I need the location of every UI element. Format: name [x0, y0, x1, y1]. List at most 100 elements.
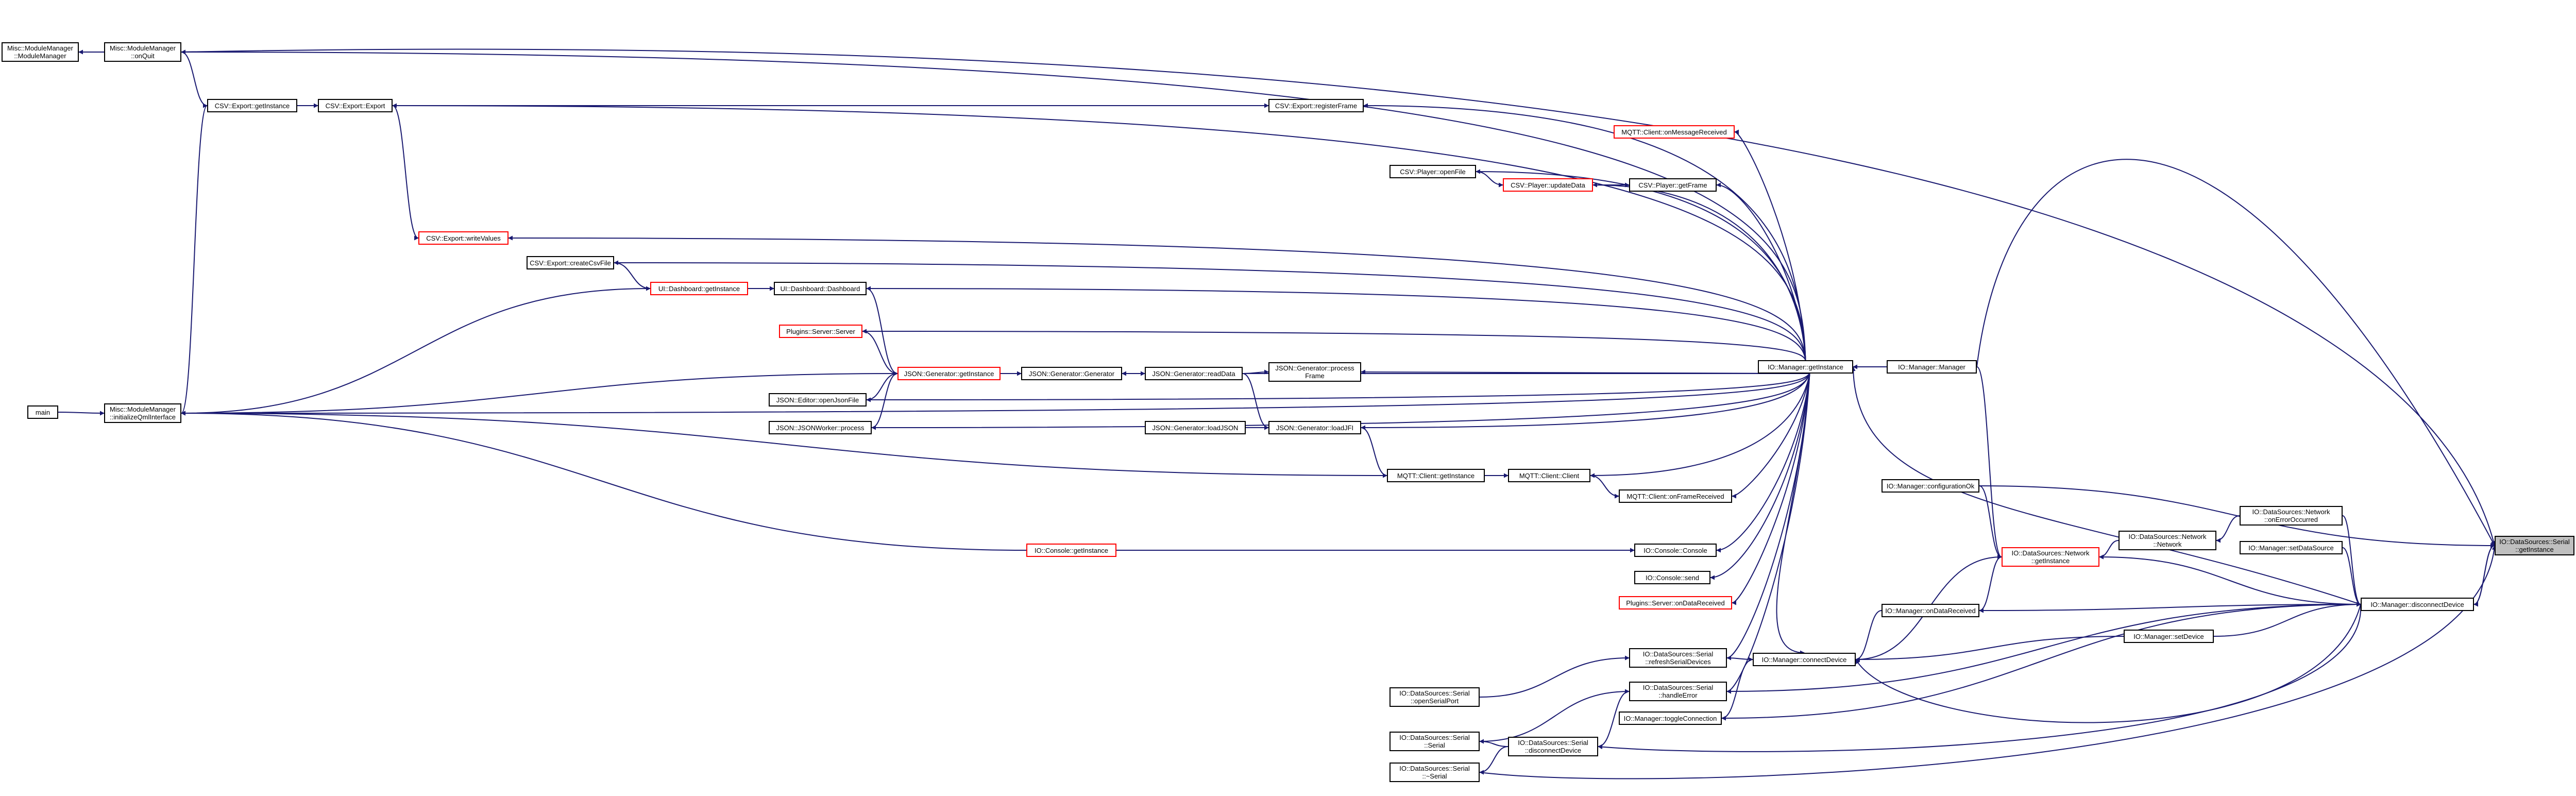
edge-main-to-misc_mm_init	[58, 411, 105, 416]
edge-io_manager_toggleconnection-to-io_manager_connectdevice	[1721, 659, 1753, 721]
node-plugins-server-server[interactable]: Plugins::Server::Server	[779, 325, 862, 338]
edge-csv_player_getframe-to-io_manager_getinstance	[1716, 182, 1806, 361]
edge-io_console_console-to-io_manager_getinstance	[1716, 373, 1810, 553]
node-csv-export-createcsv[interactable]: CSV::Export::createCsvFile	[527, 256, 614, 269]
edge-io_manager_disconnectdevice-to-io_manager_setdevice	[2213, 602, 2361, 637]
node-io-ds-network-network[interactable]: IO::DataSources::Network ::Network	[2119, 531, 2216, 550]
node-io-ds-serial-refresh[interactable]: IO::DataSources::Serial ::refreshSerialD…	[1629, 648, 1727, 668]
node-mqtt-client-onmessagereceived[interactable]: MQTT::Client::onMessageReceived	[1614, 125, 1735, 139]
node-json-generator-readdata[interactable]: JSON::Generator::readData	[1145, 367, 1243, 380]
edge-io_manager_disconnectdevice-to-io_manager_ondatareceived	[1979, 604, 2361, 613]
node-io-manager-toggleconnection[interactable]: IO::Manager::toggleConnection	[1619, 712, 1722, 725]
node-json-generator-getinstance[interactable]: JSON::Generator::getInstance	[897, 367, 1001, 380]
edge-io_console_getinstance-to-misc_mm_init	[181, 411, 1027, 551]
node-csv-export-registerframe[interactable]: CSV::Export::registerFrame	[1268, 99, 1364, 112]
node-io-ds-serial-disconnect[interactable]: IO::DataSources::Serial ::disconnectDevi…	[1508, 737, 1598, 756]
edge-io_ds_serial_getinstance-to-io_manager_manager	[1976, 159, 2495, 546]
node-json-jsonworker-process[interactable]: JSON::JSONWorker::process	[769, 421, 872, 434]
edge-csv_player_updatedata-to-csv_player_openfile	[1476, 171, 1503, 188]
edge-json_generator_getinstance-to-plugins_server_server	[862, 331, 898, 376]
node-io-manager-disconnectdevice[interactable]: IO::Manager::disconnectDevice	[2361, 598, 2474, 611]
node-io-console-getinstance[interactable]: IO::Console::getInstance	[1026, 544, 1116, 557]
edge-io_manager_disconnectdevice-to-io_ds_network_onerroroccurred	[2342, 515, 2361, 607]
edge-plugins_server_ondatareceived-to-io_manager_getinstance	[1732, 373, 1810, 605]
edge-mqtt_client_client-to-io_manager_getinstance	[1590, 373, 1810, 478]
node-csv-player-getframe[interactable]: CSV::Player::getFrame	[1629, 178, 1717, 192]
edge-io_ds_network_network-to-io_ds_network_getinstance	[2099, 540, 2119, 560]
edge-io_console_send-to-io_manager_getinstance	[1710, 373, 1810, 580]
edge-io_ds_serial_getinstance-to-io_manager_configurationok	[1979, 485, 2495, 548]
edge-ui_dashboard_getinstance-to-misc_mm_init	[181, 288, 651, 416]
node-io-ds-serial-handleerror[interactable]: IO::DataSources::Serial ::handleError	[1629, 682, 1727, 701]
node-io-console-console[interactable]: IO::Console::Console	[1634, 544, 1717, 557]
edge-misc_mm_init-to-io_manager_getinstance	[181, 373, 1810, 416]
edge-io_manager_disconnectdevice-to-io_ds_network_getinstance	[2099, 554, 2361, 605]
node-io-manager-configurationok[interactable]: IO::Manager::configurationOk	[1882, 479, 1979, 493]
edge-mqtt_client_onmessagereceived-to-io_manager_getinstance	[1734, 129, 1806, 361]
edge-misc_mm_init-to-csv_export_getinstance	[181, 103, 208, 414]
node-io-ds-serial-dtor[interactable]: IO::DataSources::Serial ::~Serial	[1389, 763, 1480, 782]
edge-plugins_server_server-to-io_manager_getinstance	[862, 329, 1806, 361]
edge-ui_dashboard_dashboard-to-io_manager_getinstance	[866, 286, 1806, 361]
node-io-console-send[interactable]: IO::Console::send	[1634, 571, 1710, 584]
node-io-manager-setdevice[interactable]: IO::Manager::setDevice	[2124, 630, 2214, 643]
edge-json_generator_getinstance-to-json_editor_openjson	[866, 371, 898, 400]
node-io-manager-manager[interactable]: IO::Manager::Manager	[1887, 360, 1977, 374]
node-json-generator-processframe[interactable]: JSON::Generator::process Frame	[1268, 362, 1361, 382]
edge-csv_player_updatedata-to-io_manager_getinstance	[1592, 182, 1806, 361]
edge-io_ds_network_getinstance-to-io_manager_configurationok	[1979, 485, 2002, 560]
edge-io_ds_serial_getinstance-to-misc_mm_onquit	[181, 48, 2496, 546]
edge-json_generator_loadjfi-to-io_manager_getinstance	[1361, 373, 1810, 430]
node-io-ds-serial-getinstance[interactable]: IO::DataSources::Serial ::getInstance	[2495, 536, 2574, 555]
node-ui-dashboard-dashboard[interactable]: UI::Dashboard::Dashboard	[774, 282, 867, 295]
edge-ui_dashboard_getinstance-to-csv_export_createcsv	[614, 262, 651, 291]
node-io-ds-network-onerroroccurred[interactable]: IO::DataSources::Network ::onErrorOccurr…	[2240, 506, 2343, 526]
node-io-ds-serial-openserialport[interactable]: IO::DataSources::Serial ::openSerialPort	[1389, 687, 1480, 707]
node-misc-mm-ctor[interactable]: Misc::ModuleManager ::ModuleManager	[2, 42, 79, 62]
node-misc-mm-init[interactable]: Misc::ModuleManager ::initializeQmlInter…	[104, 403, 181, 423]
edge-io_manager_connectdevice-to-io_manager_ondatareceived	[1855, 610, 1882, 662]
node-io-ds-network-getinstance[interactable]: IO::DataSources::Network ::getInstance	[2002, 547, 2099, 567]
edge-mqtt_client_onframereceived-to-io_manager_getinstance	[1732, 373, 1810, 499]
edge-mqtt_client_onframereceived-to-mqtt_client_client	[1590, 475, 1619, 499]
node-io-manager-connectdevice[interactable]: IO::Manager::connectDevice	[1753, 653, 1856, 666]
edge-csv_export_writevalues-to-csv_export_export	[392, 105, 419, 241]
node-json-editor-openjson[interactable]: JSON::Editor::openJsonFile	[769, 393, 867, 407]
node-json-generator-generator[interactable]: JSON::Generator::Generator	[1021, 367, 1122, 380]
edge-io_ds_serial_getinstance-to-io_ds_serial_dtor	[1479, 545, 2497, 780]
edge-io_ds_serial_serial-to-io_ds_serial_disconnect	[1479, 739, 1509, 747]
node-io-manager-ondatareceived[interactable]: IO::Manager::onDataReceived	[1882, 604, 1979, 617]
edge-io_manager_ondatareceived-to-io_ds_network_getinstance	[1979, 556, 2002, 613]
node-io-manager-getinstance[interactable]: IO::Manager::getInstance	[1758, 360, 1853, 374]
node-io-manager-setdatasource[interactable]: IO::Manager::setDataSource	[2240, 541, 2343, 554]
node-plugins-server-ondatareceived[interactable]: Plugins::Server::onDataReceived	[1619, 596, 1732, 609]
edge-misc_mm_onquit-to-csv_export_getinstance	[181, 49, 208, 106]
node-csv-export-getinstance[interactable]: CSV::Export::getInstance	[207, 99, 297, 112]
edge-io_ds_network_onerroroccurred-to-io_ds_network_network	[2216, 515, 2240, 543]
node-misc-mm-onquit[interactable]: Misc::ModuleManager ::onQuit	[104, 42, 181, 62]
edge-json_generator_getinstance-to-misc_mm_init	[181, 373, 898, 416]
node-csv-player-openfile[interactable]: CSV::Player::openFile	[1389, 165, 1476, 178]
node-mqtt-client-getinstance[interactable]: MQTT::Client::getInstance	[1387, 469, 1485, 482]
node-csv-player-updatedata[interactable]: CSV::Player::updateData	[1503, 178, 1593, 192]
node-main[interactable]: main	[27, 405, 58, 419]
node-csv-export-export[interactable]: CSV::Export::Export	[318, 99, 393, 112]
edge-io_manager_disconnectdevice-to-io_manager_toggleconnection	[1721, 604, 2361, 721]
node-mqtt-client-client[interactable]: MQTT::Client::Client	[1508, 469, 1590, 482]
edge-io_ds_serial_dtor-to-io_ds_serial_disconnect	[1479, 746, 1509, 775]
node-json-generator-loadjson[interactable]: JSON::Generator::loadJSON	[1145, 421, 1246, 434]
node-io-ds-serial-serial[interactable]: IO::DataSources::Serial ::Serial	[1389, 732, 1480, 751]
node-csv-export-writevalues[interactable]: CSV::Export::writeValues	[418, 231, 509, 245]
edge-io_ds_serial_disconnect-to-io_ds_serial_handleerror	[1598, 691, 1630, 749]
edge-io_ds_serial_openserialport-to-io_ds_serial_refresh	[1479, 655, 1630, 698]
edge-mqtt_client_getinstance-to-misc_mm_init	[181, 411, 1387, 476]
edge-io_manager_setdevice-to-io_manager_connectdevice	[1855, 636, 2124, 662]
edge-mqtt_client_getinstance-to-json_generator_loadjfi	[1361, 427, 1387, 478]
node-mqtt-client-onframereceived[interactable]: MQTT::Client::onFrameReceived	[1619, 489, 1732, 503]
node-json-generator-loadjfi[interactable]: JSON::Generator::loadJFI	[1268, 421, 1361, 434]
edge-io_manager_disconnectdevice-to-io_manager_getinstance	[1851, 366, 2361, 605]
node-ui-dashboard-getinstance[interactable]: UI::Dashboard::getInstance	[650, 282, 748, 295]
edge-json_generator_loadjfi-to-json_generator_readdata	[1242, 373, 1269, 430]
edge-csv_export_writevalues-to-io_manager_getinstance	[508, 235, 1806, 361]
